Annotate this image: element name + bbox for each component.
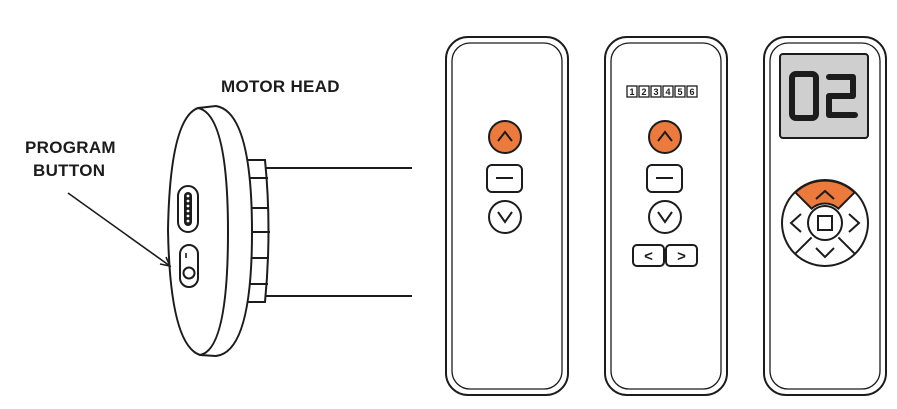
channel-indicator-2: 2 xyxy=(638,85,650,98)
svg-text:6: 6 xyxy=(689,87,694,97)
lcd-digit-2 xyxy=(826,74,858,118)
remote-lcd-inner-edge xyxy=(769,42,881,390)
remote-single-down-button[interactable] xyxy=(488,200,522,234)
lcd-up-button[interactable] xyxy=(793,179,857,210)
lcd-left-button[interactable] xyxy=(789,213,802,233)
motor-head xyxy=(166,104,254,358)
remote-single-up-button[interactable] xyxy=(488,120,522,154)
usb-port xyxy=(177,185,199,233)
remote-single-channel xyxy=(445,36,569,396)
remote-six-left-button[interactable]: < xyxy=(632,244,665,267)
lcd-direction-pad xyxy=(781,179,869,267)
remote-six-down-button[interactable] xyxy=(648,200,682,234)
chevron-left-icon: < xyxy=(644,248,653,265)
channel-indicator-1: 1 xyxy=(626,85,638,98)
program-button-label-line2: BUTTON xyxy=(33,161,105,180)
chevron-up-icon xyxy=(497,130,513,142)
program-button-label-line1: PROGRAM xyxy=(25,138,116,157)
chevron-down-icon xyxy=(497,211,513,224)
channel-indicator-5: 5 xyxy=(674,85,686,98)
chevron-up-icon xyxy=(815,189,835,200)
remote-six-inner-edge xyxy=(610,42,722,390)
motor-illustration xyxy=(67,104,412,358)
remote-lcd: 02 xyxy=(763,36,887,396)
program-button xyxy=(179,244,199,288)
svg-text:2: 2 xyxy=(641,87,646,97)
svg-text:3: 3 xyxy=(653,87,658,97)
channel-indicator-6: 6 xyxy=(686,85,698,98)
motor-head-label: MOTOR HEAD xyxy=(221,77,340,96)
square-stop-icon xyxy=(817,215,833,231)
svg-text:4: 4 xyxy=(665,87,670,97)
lcd-right-button[interactable] xyxy=(848,213,861,233)
svg-text:5: 5 xyxy=(677,87,682,97)
svg-text:1: 1 xyxy=(629,87,634,97)
remote-single-stop-button[interactable] xyxy=(486,164,523,193)
lcd-digit-0 xyxy=(789,71,819,121)
motor-tube xyxy=(262,167,412,297)
chevron-up-icon xyxy=(657,130,673,142)
chevron-down-icon xyxy=(815,247,835,259)
channel-indicator-4: 4 xyxy=(662,85,674,98)
remote-six-channel: 1 2 3 4 5 6 xyxy=(604,36,728,396)
chevron-right-icon xyxy=(848,213,861,233)
lcd-screen: 02 xyxy=(779,53,869,139)
lcd-stop-button[interactable] xyxy=(807,205,843,241)
chevron-down-icon xyxy=(657,211,673,224)
program-button-leader xyxy=(67,192,172,268)
chevron-left-icon xyxy=(789,213,802,233)
channel-indicator-3: 3 xyxy=(650,85,662,98)
remote-six-stop-button[interactable] xyxy=(646,164,683,193)
chevron-right-icon: > xyxy=(677,248,686,265)
channel-indicators: 1 2 3 4 5 6 xyxy=(626,85,698,98)
lcd-down-button[interactable] xyxy=(815,247,835,259)
remote-six-up-button[interactable] xyxy=(648,120,682,154)
remote-single-inner-edge xyxy=(451,42,563,390)
remote-six-right-button[interactable]: > xyxy=(665,244,698,267)
